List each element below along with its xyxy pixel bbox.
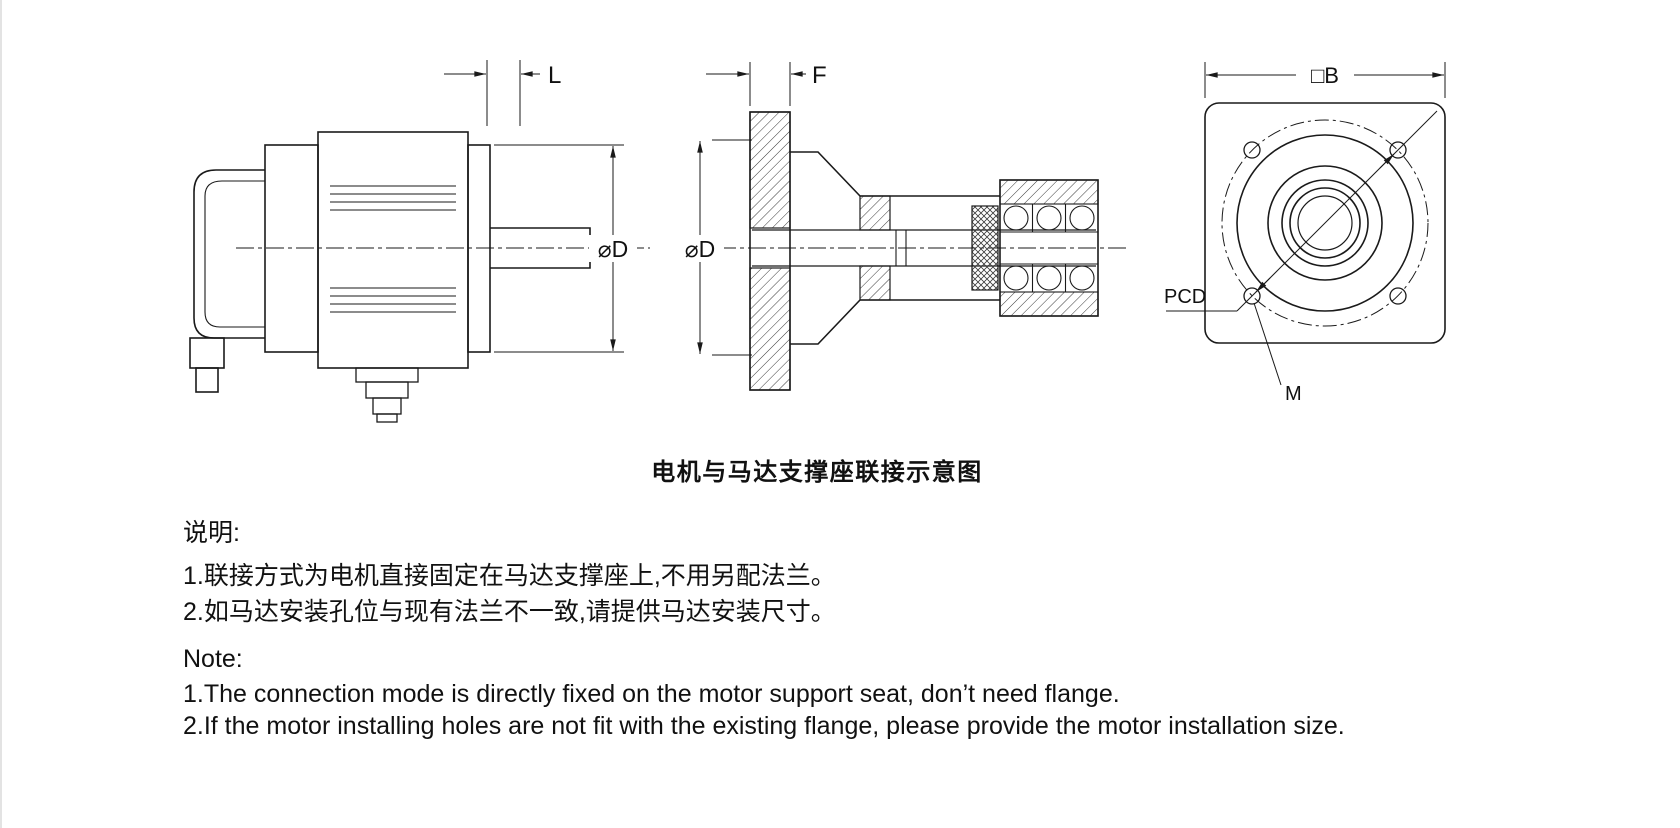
connection-diagram: L ⌀D [189, 60, 1446, 423]
terminal-box [193, 169, 265, 339]
dim-label-flange-width: □B [1311, 63, 1339, 88]
diagram-title: 电机与马达支撑座联接示意图 [651, 459, 983, 486]
dim-label-shaft-length: L [548, 62, 561, 89]
dim-label-pcd: PCD [1164, 286, 1206, 308]
notes-cn-item-2: 2.如马达安装孔位与现有法兰不一致,请提供马达安装尺寸。 [183, 598, 836, 626]
mounting-foot [189, 337, 225, 369]
bore-circle-mid [1289, 187, 1361, 259]
notes-en-heading: Note: [183, 645, 243, 673]
seat-body-upper-profile [790, 151, 1000, 197]
seat-boss-lower-section [859, 265, 891, 301]
boss-circle [1236, 134, 1414, 312]
pcd-dimension [1166, 110, 1438, 312]
support-dimensions [676, 62, 806, 356]
housing-section-top [999, 179, 1099, 205]
page-left-edge [0, 0, 2, 828]
flange-square-outline [1204, 102, 1446, 344]
bottom-connector [355, 367, 419, 423]
dim-label-bore-diameter: ⌀D [685, 236, 715, 262]
bearings [1000, 204, 1098, 292]
mounting-foot-pad [195, 367, 219, 393]
motor-body [317, 131, 469, 369]
dim-label-motor-diameter: ⌀D [598, 236, 628, 262]
bolt-hole-bottom-right [1389, 287, 1407, 305]
notes-cn-heading: 说明: [183, 519, 240, 547]
seat-boss-upper-section [859, 195, 891, 231]
bore-circle-inner [1297, 195, 1353, 251]
notes-cn-item-1: 1.联接方式为电机直接固定在马达支撑座上,不用另配法兰。 [183, 562, 836, 590]
dim-label-mount-hole: M [1285, 383, 1302, 405]
spigot-circle [1267, 165, 1383, 281]
support-seat-section-view: F ⌀D [676, 62, 1130, 391]
motor-dimensions [444, 60, 637, 353]
cooling-fins [330, 185, 456, 313]
mount-hole-callout [1253, 302, 1282, 386]
flange-plate-section-bottom [749, 267, 791, 391]
terminal-box-inner [204, 180, 265, 328]
notes-en-item-1: 1.The connection mode is directly fixed … [183, 680, 1120, 708]
notes-en-item-2: 2.If the motor installing holes are not … [183, 712, 1345, 740]
housing-section-bottom [999, 291, 1099, 317]
seat-body-lower-profile [790, 299, 1000, 345]
bolt-hole-bottom-left [1243, 287, 1261, 305]
width-dimension [1204, 62, 1446, 98]
flange-plate-outline [749, 111, 791, 391]
flange-front-view: □B PCD M [1164, 62, 1446, 405]
motor-side-view: L ⌀D [189, 60, 650, 423]
lock-nut-section [971, 205, 999, 291]
bolt-hole-top-right [1389, 141, 1407, 159]
motor-front-flange [467, 144, 491, 353]
bolt-hole-top-left [1243, 141, 1261, 159]
bolt-circle-pcd [1221, 119, 1429, 327]
flange-plate-section-top [749, 111, 791, 229]
bore-circle-outer [1281, 179, 1369, 267]
dim-label-flange-thickness: F [812, 62, 827, 89]
